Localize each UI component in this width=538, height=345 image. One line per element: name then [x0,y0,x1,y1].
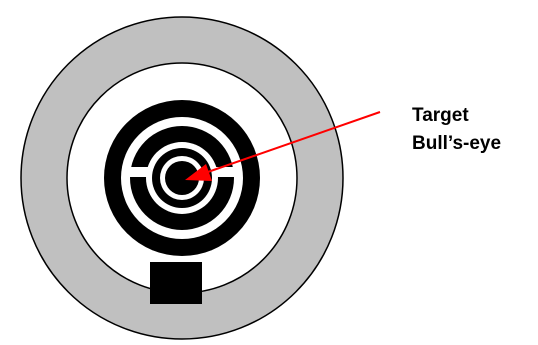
black-square [150,262,202,304]
label-line-target: Target [412,102,501,130]
label-line-bullseye: Bull’s-eye [412,130,501,158]
target-label: Target Bull’s-eye [412,102,501,158]
